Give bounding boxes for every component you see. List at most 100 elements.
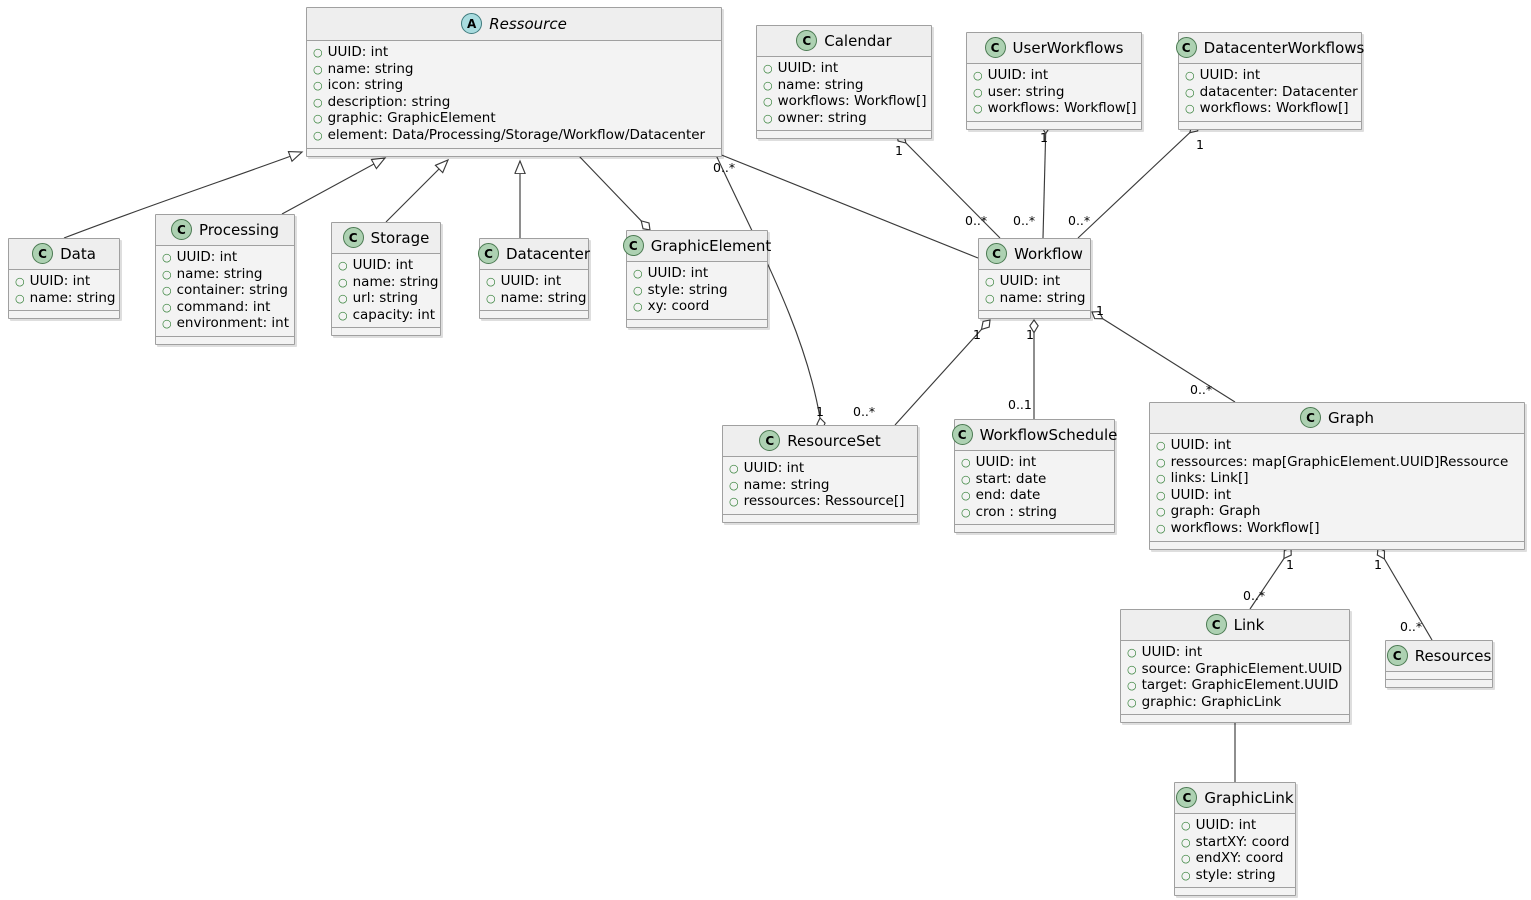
multiplicity-label: 0..*	[713, 160, 736, 175]
attribute-row: ○start: date	[961, 470, 1047, 487]
public-visibility-icon: ○	[313, 128, 323, 142]
multiplicity-label: 0..*	[1068, 213, 1091, 228]
class-methods-section	[332, 327, 440, 336]
attribute-row: ○UUID: int	[763, 60, 839, 76]
class-icon: C	[170, 219, 192, 240]
public-visibility-icon: ○	[1156, 455, 1166, 469]
class-header: C Data	[9, 239, 119, 270]
class-attributes: ○UUID: int ○name: string	[480, 270, 588, 311]
attribute-row: ○ressources: Ressource[]	[729, 493, 905, 510]
public-visibility-icon: ○	[985, 275, 995, 288]
multiplicity-label: 1	[1374, 557, 1382, 572]
attribute-row: ○user: string	[973, 83, 1065, 100]
class-attributes: ○UUID: int ○name: string ○icon: string ○…	[307, 41, 721, 148]
public-visibility-icon: ○	[338, 259, 348, 272]
multiplicity-label: 0..*	[965, 213, 988, 228]
edge-graphicelement-ressource	[577, 154, 651, 231]
class-attributes: ○UUID: int ○name: string	[979, 270, 1090, 311]
attribute-row: ○workflows: Workflow[]	[1185, 100, 1349, 117]
public-visibility-icon: ○	[1181, 835, 1191, 849]
public-visibility-icon: ○	[763, 62, 773, 75]
public-visibility-icon: ○	[162, 317, 172, 331]
class-header: C DatacenterWorkflows	[1175, 33, 1364, 64]
class-icon: C	[622, 235, 644, 256]
public-visibility-icon: ○	[162, 267, 172, 281]
abstract-class-icon: A	[461, 13, 483, 34]
class-attributes: ○UUID: int ○name: string ○workflows: Wor…	[757, 57, 931, 131]
class-name: Link	[1233, 615, 1265, 634]
public-visibility-icon: ○	[162, 300, 172, 314]
multiplicity-label: 1	[1040, 130, 1048, 145]
attribute-row: ○datacenter: Datacenter	[1185, 83, 1358, 100]
public-visibility-icon: ○	[633, 267, 643, 280]
class-box-resources[interactable]: C Resources	[1385, 640, 1493, 688]
edge-workflow-graph	[1091, 310, 1236, 403]
attribute-row: ○links: Link[]	[1156, 470, 1249, 487]
attribute-row: ○endXY: coord	[1181, 850, 1284, 867]
class-name: WorkflowSchedule	[979, 425, 1118, 444]
class-box-resourceset[interactable]: C ResourceSet ○UUID: int ○name: string ○…	[722, 425, 918, 523]
attribute-row: ○graphic: GraphicLink	[1127, 693, 1282, 710]
class-methods-section	[1121, 714, 1349, 723]
class-box-graph[interactable]: C Graph ○UUID: int ○ressources: map[Grap…	[1149, 402, 1525, 550]
multiplicity-label: 0..*	[1190, 382, 1213, 397]
class-icon: C	[1299, 407, 1321, 428]
attribute-row: ○UUID: int	[1181, 817, 1257, 833]
class-box-workflow[interactable]: C Workflow ○UUID: int ○name: string	[978, 238, 1091, 320]
attribute-row: ○UUID: int	[961, 454, 1037, 470]
class-box-workflowschedule[interactable]: C WorkflowSchedule ○UUID: int ○start: da…	[951, 419, 1118, 534]
class-box-datacenterworkflows[interactable]: C DatacenterWorkflows ○UUID: int ○datace…	[1175, 32, 1364, 130]
class-icon: C	[342, 227, 364, 248]
class-header: C Calendar	[757, 26, 931, 57]
class-attributes: ○UUID: int ○ressources: map[GraphicEleme…	[1150, 434, 1524, 541]
class-box-storage[interactable]: C Storage ○UUID: int ○name: string ○url:…	[331, 222, 441, 337]
class-icon: C	[1175, 37, 1197, 58]
class-icon: C	[477, 243, 499, 264]
public-visibility-icon: ○	[633, 283, 643, 297]
attribute-row: ○workflows: Workflow[]	[973, 100, 1137, 117]
attribute-row: ○name: string	[313, 60, 414, 77]
class-box-graphicelement[interactable]: C GraphicElement ○UUID: int ○style: stri…	[622, 230, 771, 328]
public-visibility-icon: ○	[162, 251, 172, 264]
public-visibility-icon: ○	[763, 95, 773, 109]
attribute-row: ○UUID: int	[486, 273, 562, 289]
class-box-graphiclink[interactable]: C GraphicLink ○UUID: int ○startXY: coord…	[1174, 782, 1296, 897]
class-box-data[interactable]: C Data ○UUID: int ○name: string	[8, 238, 120, 320]
class-box-processing[interactable]: C Processing ○UUID: int ○name: string ○c…	[155, 214, 295, 345]
attribute-row: ○name: string	[763, 76, 864, 93]
public-visibility-icon: ○	[763, 78, 773, 92]
class-box-datacenter[interactable]: C Datacenter ○UUID: int ○name: string	[477, 238, 590, 320]
class-methods-section	[1150, 540, 1524, 549]
multiplicity-label: 1	[1026, 327, 1034, 342]
class-icon: C	[984, 37, 1006, 58]
public-visibility-icon: ○	[961, 505, 971, 519]
public-visibility-icon: ○	[486, 275, 496, 288]
class-box-calendar[interactable]: C Calendar ○UUID: int ○name: string ○wor…	[756, 25, 932, 140]
attribute-row: ○UUID: int	[1127, 644, 1203, 660]
attribute-row: ○graphic: GraphicElement	[313, 110, 496, 127]
multiplicity-label: 0..*	[1243, 588, 1266, 603]
multiplicity-label: 0..*	[1013, 213, 1036, 228]
class-name: GraphicElement	[650, 236, 772, 255]
multiplicity-label: 1	[895, 143, 903, 158]
attribute-row: ○xy: coord	[633, 298, 710, 315]
attribute-row: ○style: string	[633, 281, 728, 298]
attribute-row: ○UUID: int	[313, 44, 389, 60]
public-visibility-icon: ○	[973, 85, 983, 99]
edge-storage-ressource	[385, 160, 448, 223]
class-icon: C	[796, 30, 818, 51]
class-box-ressource[interactable]: A Ressource ○UUID: int ○name: string ○ic…	[306, 7, 722, 157]
class-header: A Ressource	[307, 8, 721, 41]
class-attributes: ○UUID: int ○startXY: coord ○endXY: coord…	[1175, 814, 1295, 888]
attribute-row: ○container: string	[162, 282, 288, 299]
class-box-userworkflows[interactable]: C UserWorkflows ○UUID: int ○user: string…	[966, 32, 1142, 130]
public-visibility-icon: ○	[15, 291, 25, 305]
class-box-link[interactable]: C Link ○UUID: int ○source: GraphicElemen…	[1120, 609, 1350, 724]
attribute-row: ○UUID: int	[985, 273, 1061, 289]
class-attributes: ○UUID: int ○user: string ○workflows: Wor…	[967, 64, 1141, 121]
public-visibility-icon: ○	[729, 478, 739, 492]
class-attributes: ○UUID: int ○name: string ○url: string ○c…	[332, 254, 440, 328]
class-name: Resources	[1414, 646, 1492, 665]
public-visibility-icon: ○	[313, 46, 323, 59]
attribute-row: ○name: string	[729, 476, 830, 493]
